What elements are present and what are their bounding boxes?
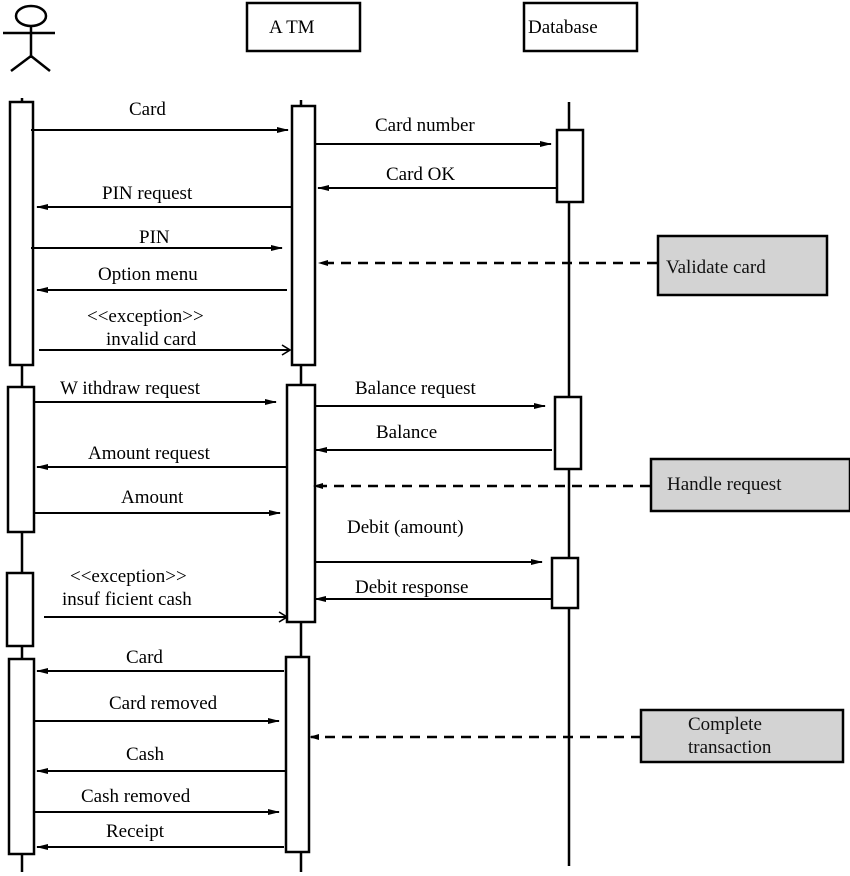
note-complete-transaction-arrowhead	[309, 734, 319, 740]
note-complete-transaction-label-line2: transaction	[688, 737, 772, 758]
note-handle-request-label: Handle request	[667, 474, 782, 495]
message-insufficient-cash-label: insuf ficient cash	[62, 589, 192, 610]
note-complete-transaction-label-line1: Complete	[688, 714, 762, 735]
message-balance-label: Balance	[376, 422, 437, 443]
message-invalid-card-stereotype: <<exception>>	[87, 306, 204, 327]
activation-user-3	[5, 571, 35, 648]
activation-db-3	[550, 556, 580, 610]
activation-db-1	[555, 128, 585, 204]
message-receipt-label: Receipt	[106, 821, 165, 842]
message-invalid-card-label: invalid card	[106, 329, 197, 350]
message-amount-request-label: Amount request	[88, 443, 211, 464]
participant-database-label: Database	[528, 17, 598, 38]
note-validate-card-arrowhead	[318, 260, 328, 266]
activation-user-2	[6, 385, 36, 534]
activation-atm-2	[285, 383, 317, 624]
activation-atm-3	[284, 655, 311, 854]
message-pin-label: PIN	[139, 227, 170, 248]
message-card-number-label: Card number	[375, 115, 475, 136]
activation-atm-1	[290, 104, 317, 367]
note-validate-card: Validate card	[656, 234, 829, 297]
message-amount-label: Amount	[121, 487, 184, 508]
activation-user-1	[8, 100, 35, 367]
message-card-return-label: Card	[126, 647, 163, 668]
activation-user-4	[7, 657, 36, 856]
actor-icon	[3, 4, 55, 72]
note-complete-transaction: Complete transaction	[639, 708, 845, 764]
message-cash-label: Cash	[126, 744, 165, 765]
message-card-ok-label: Card OK	[386, 164, 455, 185]
message-pin-request-label: PIN request	[102, 183, 193, 204]
participant-atm-label: A TM	[269, 17, 315, 38]
note-handle-request-arrowhead	[313, 483, 323, 489]
message-card-removed-label: Card removed	[109, 693, 218, 714]
participant-database[interactable]: Database	[522, 1, 639, 53]
note-handle-request: Handle request	[649, 457, 850, 513]
note-validate-card-label: Validate card	[666, 257, 766, 278]
message-debit-label: Debit (amount)	[347, 517, 464, 538]
message-insufficient-cash-stereotype: <<exception>>	[70, 566, 187, 587]
message-option-menu-label: Option menu	[98, 264, 198, 285]
participant-atm[interactable]: A TM	[245, 1, 362, 53]
message-debit-response-label: Debit response	[355, 577, 468, 598]
message-card-label: Card	[129, 99, 166, 120]
message-balance-request-label: Balance request	[355, 378, 477, 399]
message-withdraw-request-label: W ithdraw request	[60, 378, 201, 399]
message-cash-removed-label: Cash removed	[81, 786, 191, 807]
activation-db-2	[553, 395, 583, 471]
